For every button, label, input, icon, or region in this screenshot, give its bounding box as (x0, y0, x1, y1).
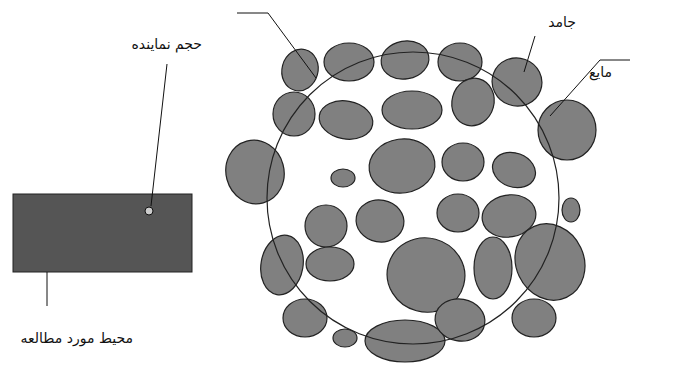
study-domain (13, 194, 192, 272)
representative-volume-circle (267, 52, 559, 344)
leader-line (151, 64, 167, 206)
text-label: محیط مورد مطالعه (21, 330, 133, 347)
leader-line (237, 13, 316, 78)
leader-line (47, 272, 48, 306)
solid-grains (219, 37, 598, 362)
leader-line (550, 60, 630, 116)
leader-line (524, 36, 535, 72)
text-label: مایع (589, 64, 612, 81)
text-label: حجم نماینده (131, 36, 202, 53)
representative-volume (145, 207, 153, 215)
text-label: جامد (548, 14, 576, 31)
